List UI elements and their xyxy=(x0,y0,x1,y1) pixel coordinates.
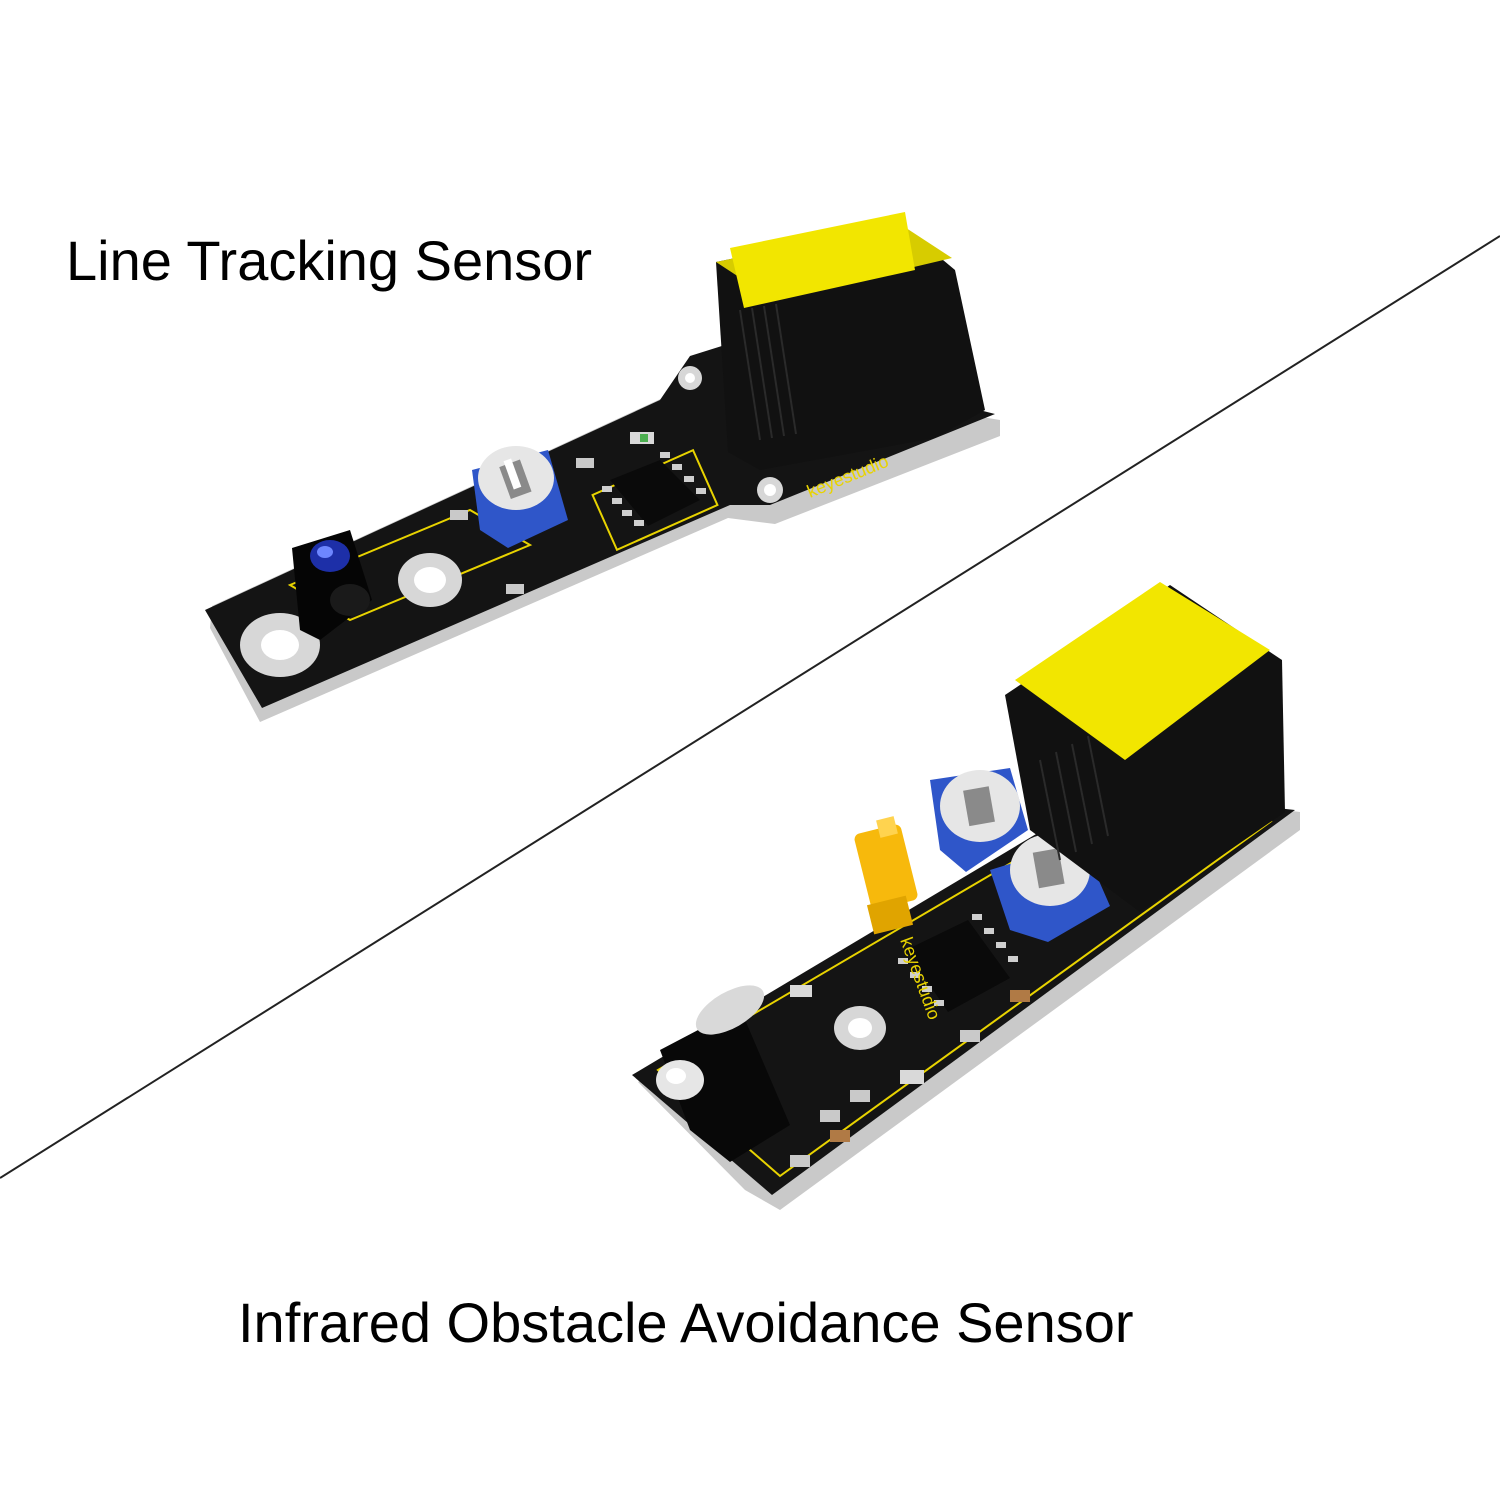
potentiometer-1 xyxy=(930,768,1028,872)
diagonal-divider xyxy=(0,235,1500,1179)
en-jumper xyxy=(854,816,918,935)
line-tracking-sensor-module: keyestudio xyxy=(205,212,1000,722)
rj-connector xyxy=(1005,582,1285,912)
caption-infrared-obstacle-avoidance-sensor: Infrared Obstacle Avoidance Sensor xyxy=(238,1291,1134,1354)
ir-receiver xyxy=(656,985,790,1162)
ic-chip xyxy=(898,914,1018,1012)
obstacle-avoidance-sensor-module: keyestudio xyxy=(632,582,1300,1210)
caption-line-tracking-sensor: Line Tracking Sensor xyxy=(66,229,593,292)
ic-chip xyxy=(602,452,706,526)
rj-connector xyxy=(716,212,985,470)
ir-sensor-pair xyxy=(292,530,372,640)
potentiometer xyxy=(472,446,568,548)
